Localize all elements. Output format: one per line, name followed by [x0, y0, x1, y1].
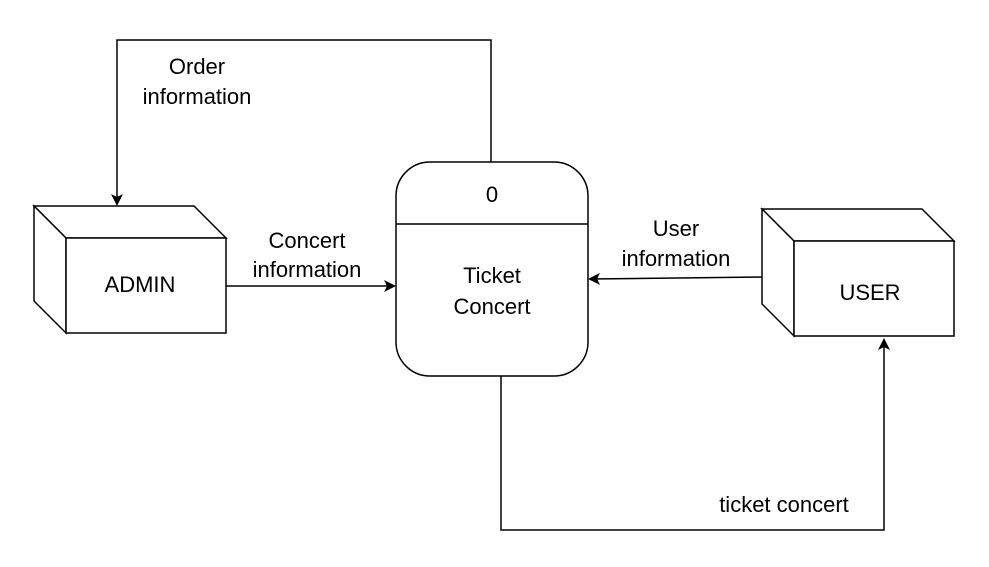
admin-entity-label: ADMIN [105, 272, 176, 297]
flow-order-information-label-line1: Order [169, 54, 225, 79]
user-entity-front-face [793, 240, 955, 337]
process-box [395, 161, 589, 377]
flow-order-information-label-line2: information [143, 84, 252, 109]
user-entity-label: USER [839, 280, 900, 305]
flow-user-information: User information [588, 216, 763, 285]
process-name-line2: Concert [453, 294, 530, 319]
admin-entity: ADMIN [32, 204, 228, 335]
flow-user-information-label-line1: User [653, 216, 699, 241]
flow-concert-information-label-line2: information [253, 257, 362, 282]
flow-concert-information: Concert information [226, 228, 396, 292]
admin-entity-top-face [32, 205, 228, 239]
flow-ticket-concert: ticket concert [500, 338, 890, 531]
flow-ticket-concert-line [500, 338, 890, 531]
flow-order-information-line [111, 39, 492, 206]
process-number: 0 [486, 182, 498, 207]
flow-ticket-concert-label: ticket concert [719, 492, 849, 517]
process-name-line1: Ticket [463, 263, 521, 288]
flow-order-information: Order information [111, 39, 492, 206]
flow-concert-information-label-line1: Concert [268, 228, 345, 253]
user-entity-top-face [760, 208, 956, 242]
flow-user-information-line [588, 272, 763, 285]
user-entity: USER [760, 207, 956, 338]
admin-entity-front-face [65, 237, 227, 334]
process-ticket-concert: 0 Ticket Concert [395, 161, 589, 377]
flow-user-information-label-line2: information [622, 246, 731, 271]
